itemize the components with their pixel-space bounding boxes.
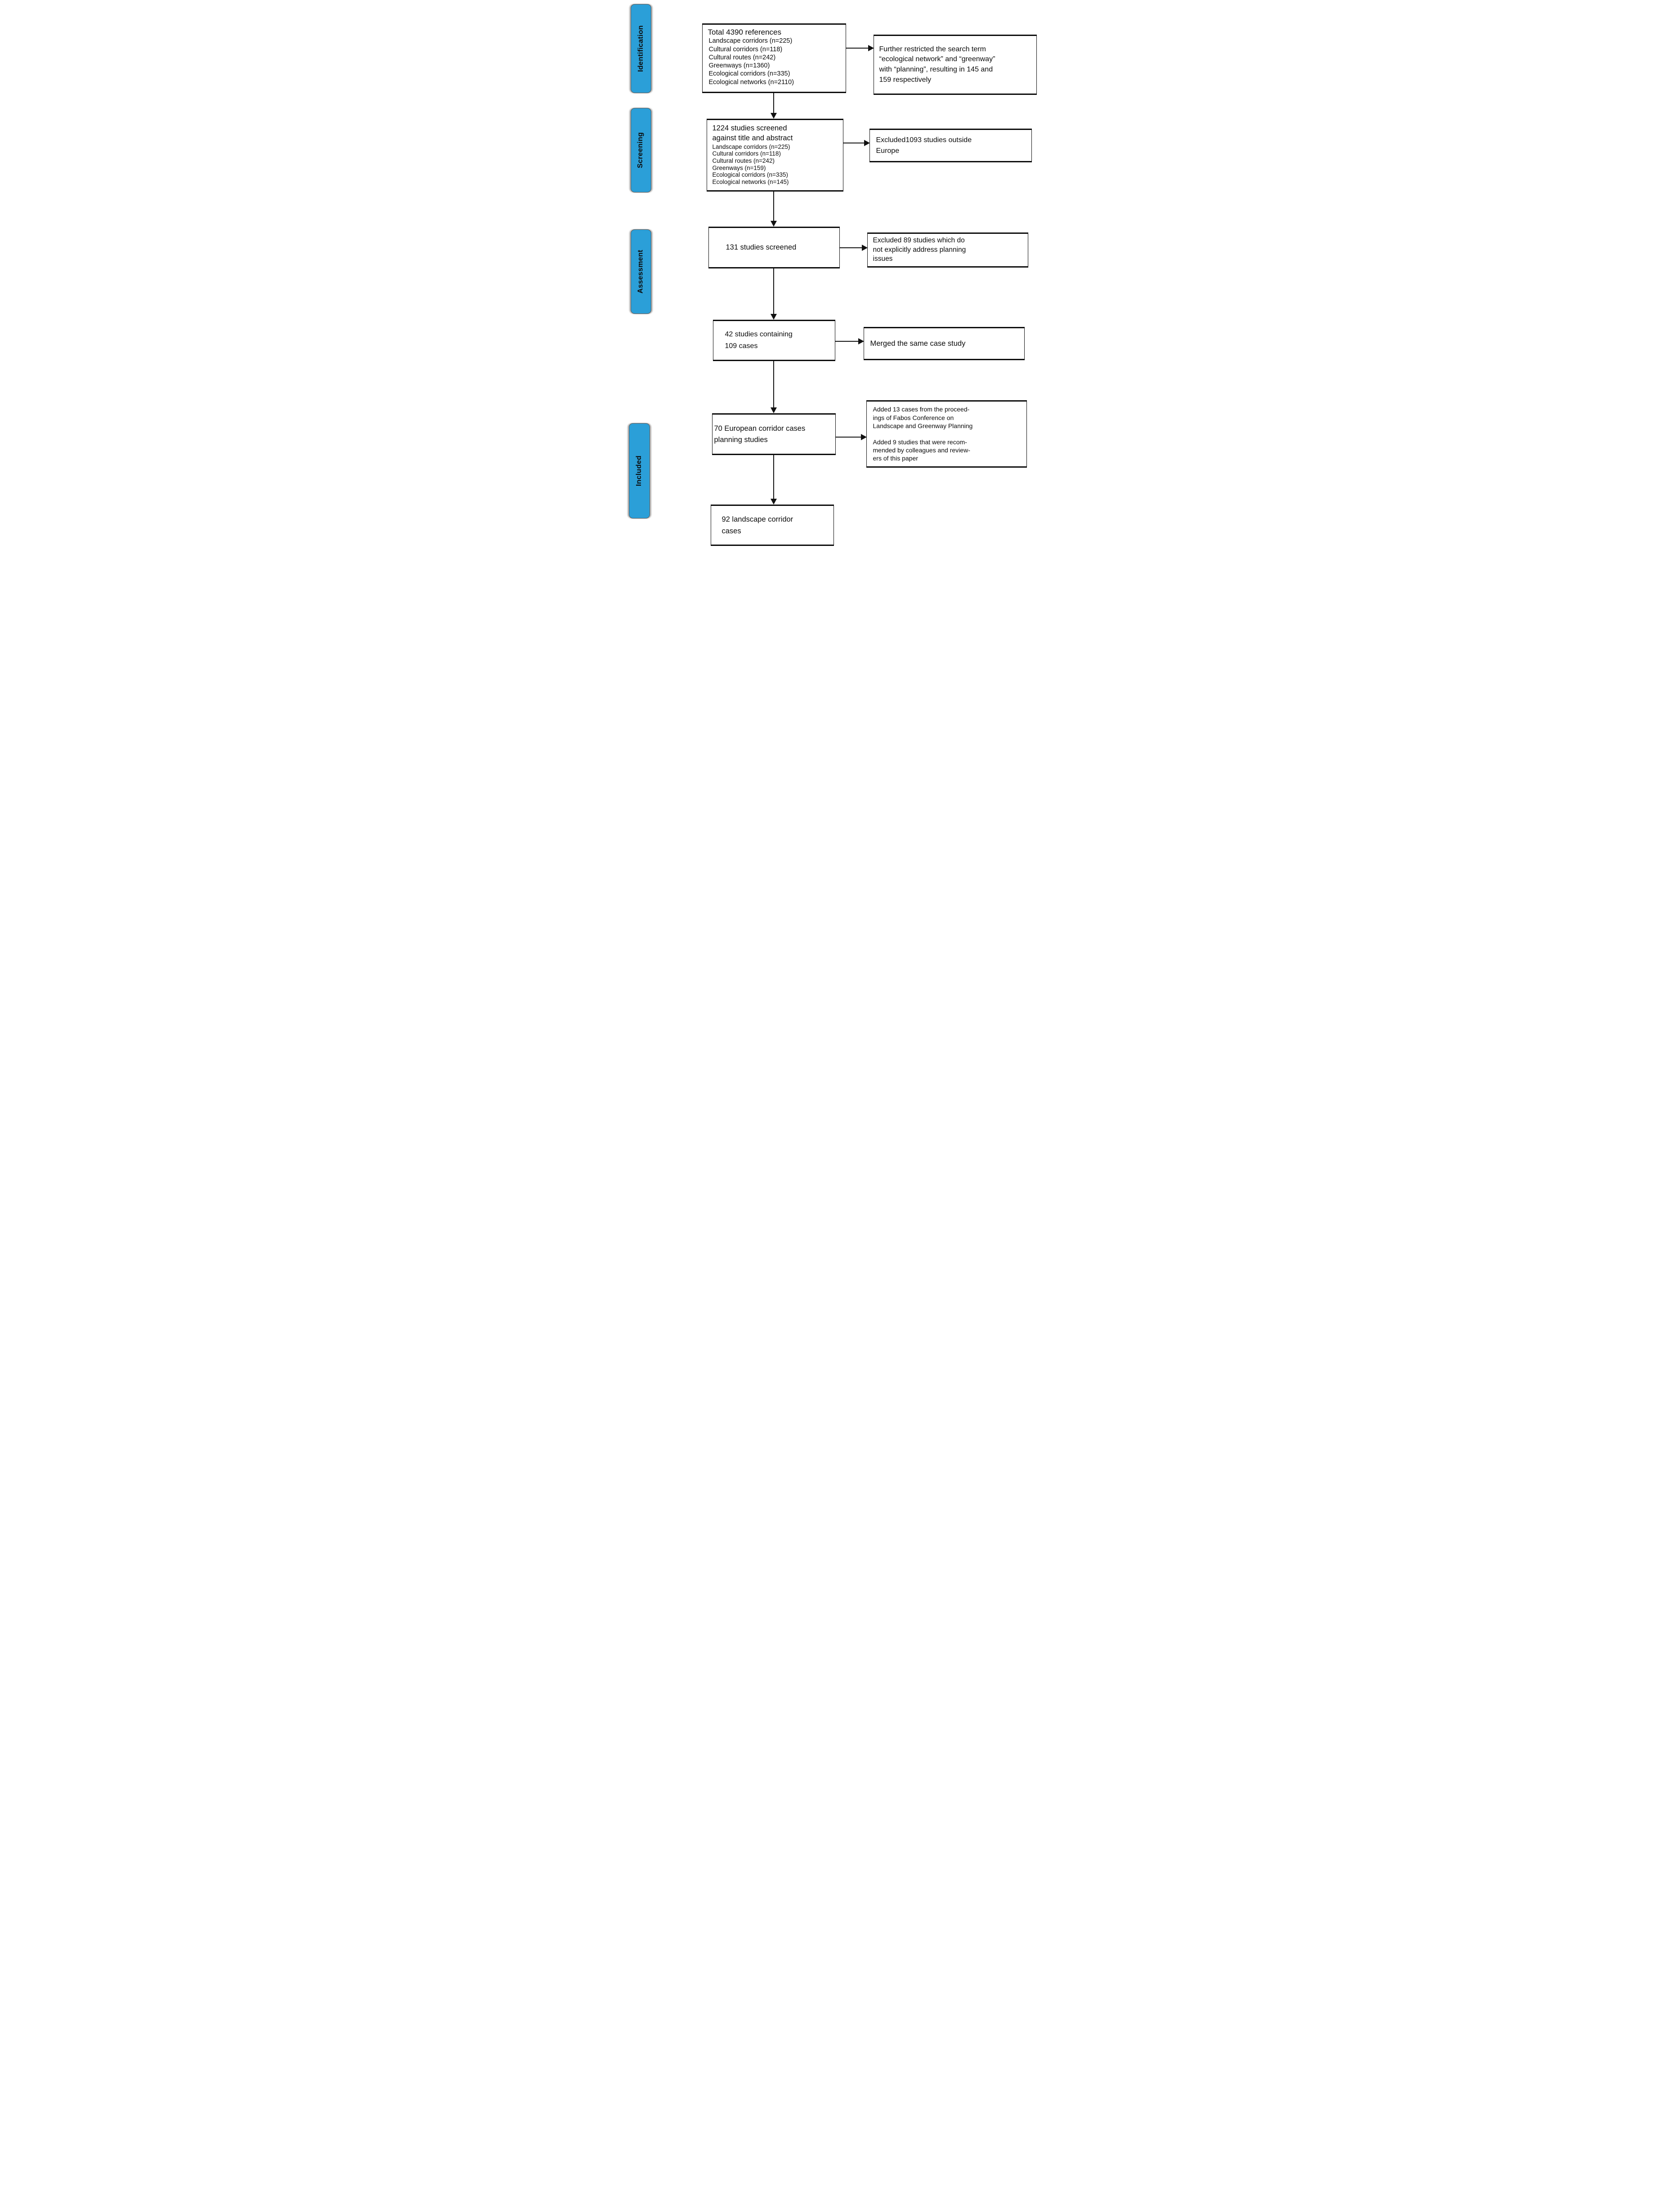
note-search-term-restriction-text: Further restricted the search term “ecol… [879,45,995,84]
arrowhead-box4-to-box5 [770,407,777,413]
note-added-cases-studies-text: Added 13 cases from the proceed- ings of… [873,406,973,462]
arrow-line-box5-to-box6 [773,455,774,499]
box-total-references-title: Total 4390 references [708,28,782,36]
note-merged-same-case-study-text: Merged the same case study [870,339,966,348]
stage-assessment: Assessment [630,229,651,314]
note-search-term-restriction: Further restricted the search term “ecol… [873,35,1037,95]
box-92-landscape-corridor-cases-label: 92 landscape corridor cases [721,515,793,535]
note-added-cases-studies: Added 13 cases from the proceed- ings of… [866,400,1027,468]
arrow-line-box1-to-box2 [773,93,774,114]
box-42-studies-109-cases-label: 42 studies containing 109 cases [725,331,793,350]
box-studies-screened-title-abstract: 1224 studies screened against title and … [706,119,843,192]
prisma-flow-diagram: Identification Screening Assessment Incl… [625,0,1042,553]
box-total-references-breakdown: Landscape corridors (n=225) Cultural cor… [708,37,794,86]
arrow-line-box1-to-note1 [846,48,868,49]
box-70-european-corridor-cases: 70 European corridor cases planning stud… [712,413,836,455]
arrowhead-box3-to-note3 [861,245,868,251]
box-studies-screened-breakdown: Landscape corridors (n=225) Cultural cor… [712,143,790,185]
arrow-line-box3-to-note3 [839,247,862,248]
arrowhead-box1-to-note1 [868,45,874,51]
stage-identification-label: Identification [636,25,645,72]
arrow-line-box4-to-box5 [773,361,774,408]
arrowhead-box3-to-box4 [770,314,777,320]
arrowhead-box5-to-box6 [770,499,777,505]
arrow-line-box3-to-box4 [773,268,774,314]
arrow-line-box5-to-note5 [835,437,861,438]
note-excluded-outside-europe-text: Excluded1093 studies outside Europe [876,136,972,155]
stage-screening-label: Screening [636,132,645,169]
box-studies-screened-title: 1224 studies screened against title and … [712,124,793,143]
box-70-european-corridor-cases-label: 70 European corridor cases planning stud… [714,424,806,444]
stage-assessment-label: Assessment [636,250,645,294]
note-excluded-outside-europe: Excluded1093 studies outside Europe [869,129,1032,162]
stage-included: Included [628,423,650,518]
arrowhead-box4-to-note4 [858,338,864,344]
arrowhead-box2-to-box3 [770,221,777,227]
stage-included-label: Included [635,455,643,487]
stage-screening: Screening [630,108,651,192]
arrowhead-box5-to-note5 [860,434,867,440]
arrow-line-box4-to-note4 [835,341,858,342]
arrowhead-box2-to-note2 [864,140,870,146]
note-merged-same-case-study: Merged the same case study [863,327,1025,360]
arrow-line-box2-to-box3 [773,192,774,221]
box-42-studies-109-cases: 42 studies containing 109 cases [713,320,835,361]
box-131-studies-screened-label: 131 studies screened [726,243,797,251]
box-total-references: Total 4390 references Landscape corridor… [702,23,846,93]
arrowhead-box1-to-box2 [770,113,777,119]
box-92-landscape-corridor-cases: 92 landscape corridor cases [710,505,834,546]
note-excluded-89-studies: Excluded 89 studies which do not explici… [867,232,1028,268]
stage-identification: Identification [630,4,651,93]
note-excluded-89-studies-text: Excluded 89 studies which do not explici… [873,237,966,263]
box-131-studies-screened: 131 studies screened [708,227,840,268]
